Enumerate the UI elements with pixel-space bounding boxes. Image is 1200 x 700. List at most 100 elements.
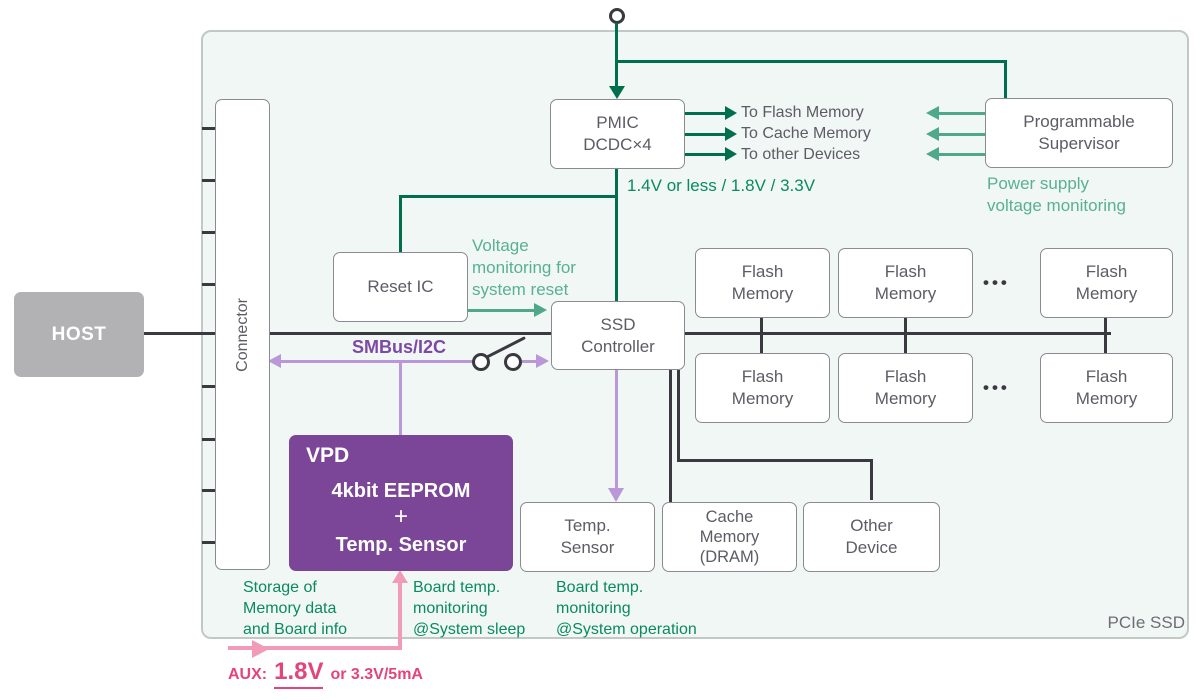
temp-sensor-label-line1: Temp. bbox=[564, 516, 611, 535]
smbus-vpd-branch bbox=[399, 361, 402, 435]
pmic-label-line2: DCDC×4 bbox=[583, 135, 652, 154]
vpd-eeprom-box: VPD 4kbit EEPROM + Temp. Sensor bbox=[289, 435, 513, 571]
connector-pin-tick bbox=[202, 179, 215, 182]
pmic-out-label-3: To other Devices bbox=[741, 146, 861, 163]
flash-label-line2: Memory bbox=[1075, 284, 1138, 303]
vpd-title: VPD bbox=[306, 444, 350, 467]
vpd-sleep-note-line3: @System sleep bbox=[413, 621, 526, 638]
supervisor-mon-arrow-3 bbox=[926, 147, 939, 161]
aux-power-arrow-up bbox=[392, 570, 408, 583]
vpd-storage-note-line3: and Board info bbox=[243, 621, 348, 638]
flash-label-line2: Memory bbox=[731, 389, 794, 408]
reset-ic-note-line3: system reset bbox=[472, 280, 569, 299]
pmic-box: PMIC DCDC×4 bbox=[550, 99, 685, 169]
pmic-out-label-1: To Flash Memory bbox=[741, 104, 864, 121]
reset-ic-note-line1: Voltage bbox=[472, 236, 529, 255]
host-box: HOST bbox=[14, 292, 144, 377]
vpd-eeprom-label: 4kbit EEPROM bbox=[331, 480, 471, 502]
aux-power-line-h bbox=[228, 646, 402, 650]
ssd-label-line2: Controller bbox=[581, 336, 655, 356]
connector-pin-tick bbox=[202, 541, 215, 544]
smbus-arrow-left bbox=[268, 354, 281, 368]
flash-stub-bottom-1 bbox=[760, 334, 763, 353]
power-line-to-reset-ic bbox=[399, 195, 618, 198]
other-device-box: Other Device bbox=[803, 502, 940, 572]
pmic-out-arrow-2 bbox=[725, 127, 737, 141]
connector-box: Connector bbox=[215, 99, 270, 570]
smbus-arrow-right bbox=[536, 354, 549, 368]
vpd-plus-sign: + bbox=[393, 503, 408, 530]
tempsensor-operation-note: Board temp. monitoring @System operation bbox=[556, 577, 697, 640]
connector-pin-tick bbox=[202, 231, 215, 234]
flash-memory-box: Flash Memory bbox=[838, 248, 973, 318]
pmic-label-line1: PMIC bbox=[596, 113, 639, 132]
reset-ic-note-line2: monitoring for bbox=[472, 258, 576, 277]
aux-power-arrow-right bbox=[252, 640, 269, 658]
supervisor-mon-arrow-2 bbox=[926, 127, 939, 141]
pmic-out-label-2: To Cache Memory bbox=[741, 125, 871, 142]
programmable-supervisor-box: Programmable Supervisor bbox=[985, 98, 1173, 168]
connector-pin-tick bbox=[202, 127, 215, 130]
supervisor-mon-arrow-1 bbox=[926, 106, 939, 120]
cache-label-line3: (DRAM) bbox=[699, 548, 760, 566]
smbus-line bbox=[281, 360, 474, 363]
flash-stub-bottom-2 bbox=[904, 334, 907, 353]
cache-label-line2: Memory bbox=[699, 528, 760, 546]
vpd-sleep-note-line2: monitoring bbox=[413, 600, 488, 617]
flash-label-line1: Flash bbox=[741, 367, 784, 386]
connector-pin-tick bbox=[202, 283, 215, 286]
flash-label-line1: Flash bbox=[1085, 367, 1128, 386]
supervisor-mon-line-2 bbox=[939, 133, 985, 136]
connector-pin-tick bbox=[202, 438, 215, 441]
pmic-voltage-note: 1.4V or less / 1.8V / 3.3V bbox=[627, 176, 816, 195]
flash-label-line1: Flash bbox=[1085, 262, 1128, 281]
switch-contact-left-icon bbox=[472, 353, 490, 371]
supervisor-note-line2: voltage monitoring bbox=[987, 196, 1126, 215]
cache-memory-box: Cache Memory (DRAM) bbox=[662, 502, 797, 572]
flash-stub-top-3 bbox=[1104, 318, 1107, 333]
aux-power-line-v bbox=[398, 581, 402, 650]
connector-to-ssd-line bbox=[269, 332, 551, 335]
power-line-reset-ic-drop bbox=[399, 195, 402, 252]
flash-label-line2: Memory bbox=[874, 389, 937, 408]
vpd-temp-sensor-label: Temp. Sensor bbox=[335, 534, 467, 556]
aux-prefix: AUX: bbox=[228, 666, 268, 683]
ssd-to-other-line-h bbox=[677, 459, 873, 462]
power-line-to-supervisor bbox=[615, 60, 1007, 63]
connector-pin-tick bbox=[202, 332, 215, 335]
pmic-out-arrow-3 bbox=[725, 147, 737, 161]
flash-bus-line bbox=[685, 332, 1111, 335]
flash-memory-box: Flash Memory bbox=[695, 353, 830, 423]
flash-label-line2: Memory bbox=[874, 284, 937, 303]
ssd-label-line1: SSD bbox=[600, 314, 636, 334]
temp-sensor-box: Temp. Sensor bbox=[520, 502, 655, 572]
flash-memory-box: Flash Memory bbox=[1040, 248, 1173, 318]
vpd-storage-note-line1: Storage of bbox=[243, 579, 317, 596]
reset-ic-note: Voltage monitoring for system reset bbox=[472, 235, 576, 301]
flash-memory-box: Flash Memory bbox=[695, 248, 830, 318]
smbus-line-right bbox=[520, 360, 538, 363]
connector-pin-tick bbox=[202, 385, 215, 388]
supervisor-note: Power supply voltage monitoring bbox=[987, 173, 1126, 217]
flash-label-line1: Flash bbox=[741, 262, 784, 281]
vpd-sleep-note-line1: Board temp. bbox=[413, 579, 501, 596]
pmic-out-line-1 bbox=[685, 112, 726, 115]
flash-ellipsis: ••• bbox=[983, 273, 1010, 292]
tempsensor-note-line2: monitoring bbox=[556, 600, 631, 617]
host-line bbox=[144, 332, 215, 335]
other-device-label-line2: Device bbox=[845, 538, 898, 557]
reset-ic-box: Reset IC bbox=[333, 252, 468, 322]
flash-memory-box: Flash Memory bbox=[1040, 353, 1173, 423]
connector-label: Connector bbox=[233, 297, 251, 372]
reset-to-ssd-arrow bbox=[534, 303, 547, 317]
aux-voltage-value: 1.8V bbox=[274, 658, 324, 689]
flash-memory-box: Flash Memory bbox=[838, 353, 973, 423]
ssd-to-tempsensor-line bbox=[615, 370, 618, 489]
arrowhead-into-pmic bbox=[609, 86, 625, 99]
ssd-to-other-line-v2 bbox=[870, 459, 873, 500]
power-line-pmic-to-ssd bbox=[615, 169, 618, 301]
ssd-to-tempsensor-arrow bbox=[608, 488, 624, 502]
board-name-label: PCIe SSD bbox=[1107, 613, 1185, 632]
flash-label-line2: Memory bbox=[1075, 389, 1138, 408]
